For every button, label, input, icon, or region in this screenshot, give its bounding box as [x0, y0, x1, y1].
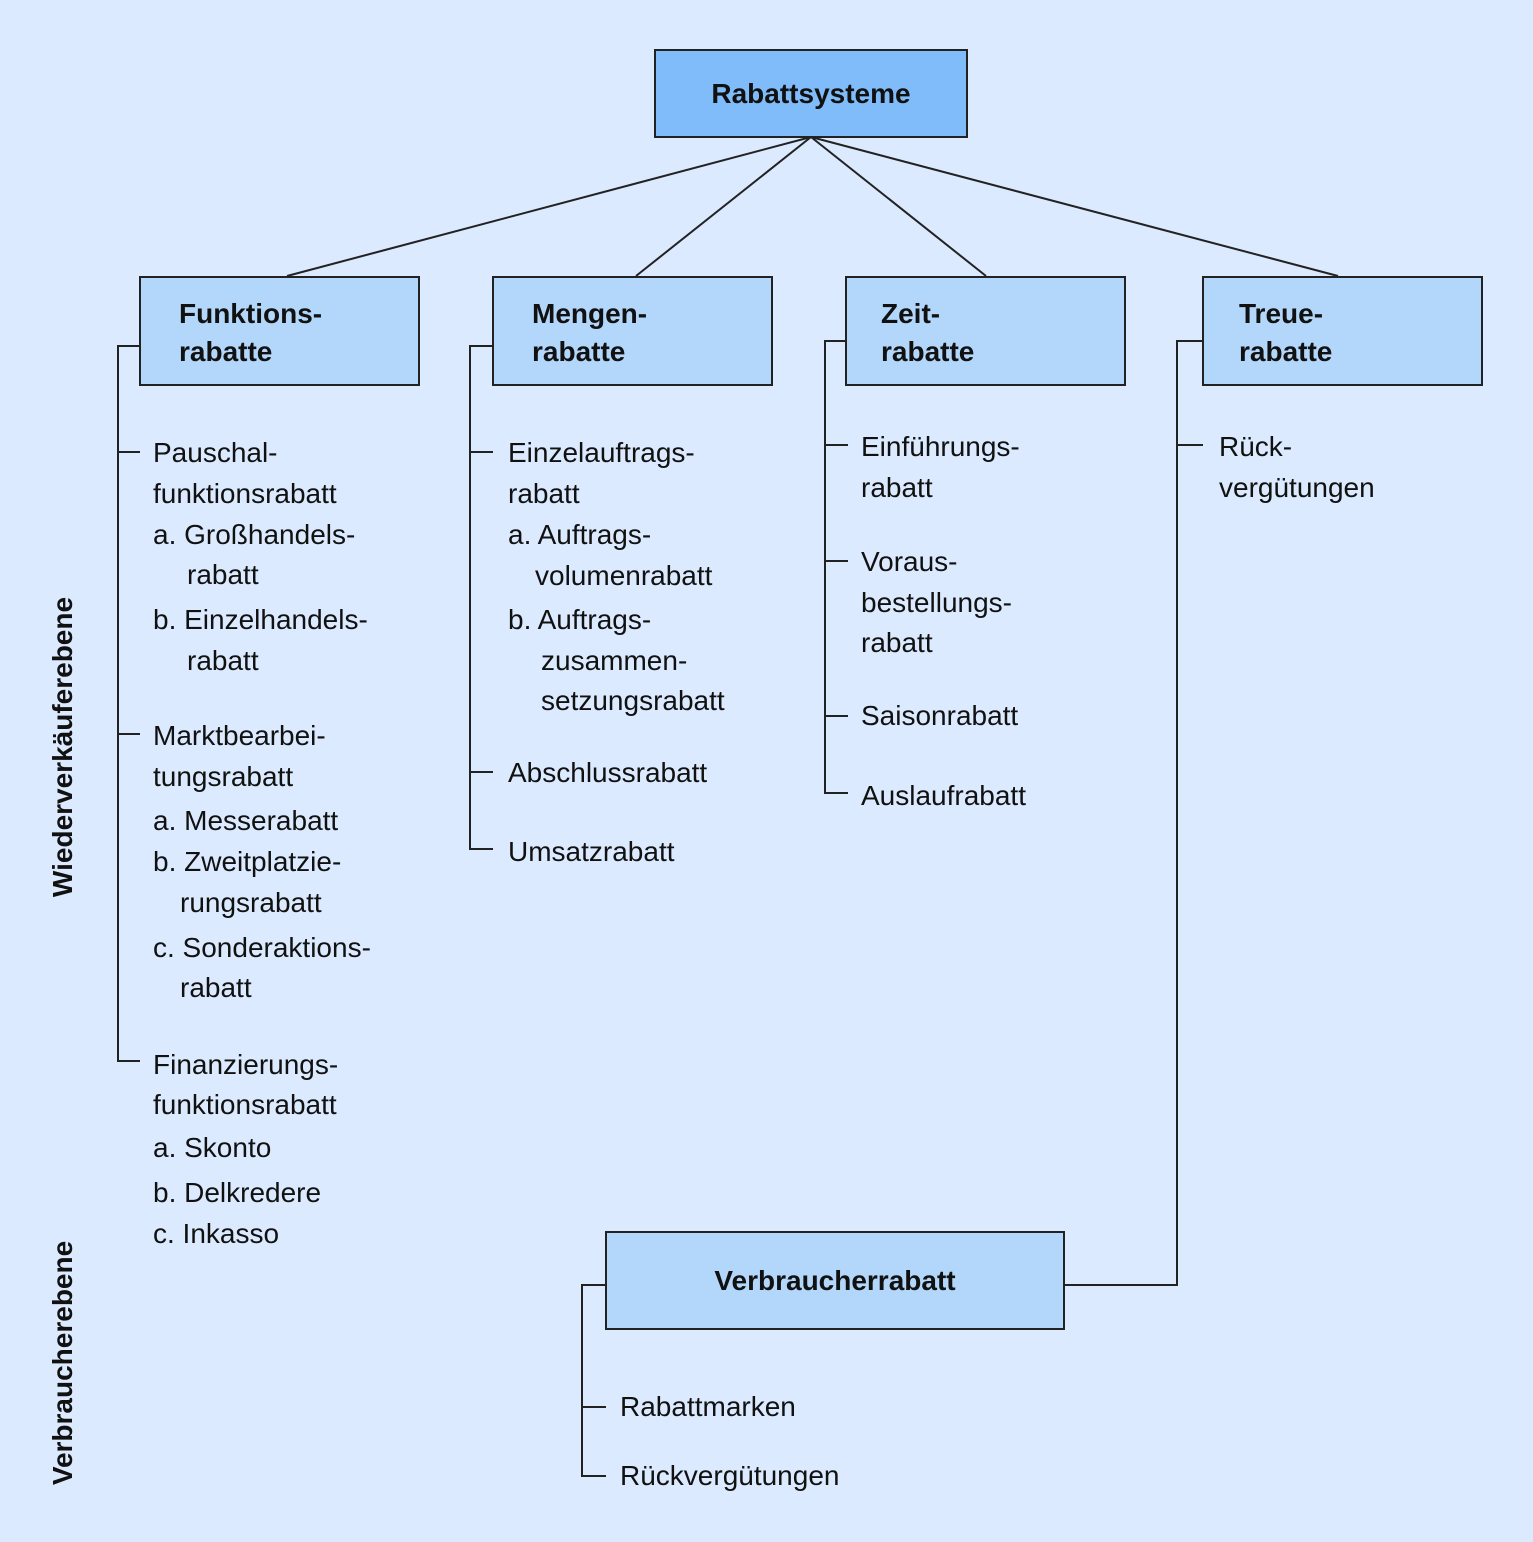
consumer-item: Rabattmarken: [620, 1391, 796, 1422]
zeit-voraus-line: bestellungs-: [861, 587, 1012, 618]
category-box-funktions: Funktions- rabatte: [139, 276, 420, 386]
connector-root-zeit: [810, 136, 987, 277]
mengen-einzel-line: volumenrabatt: [535, 560, 713, 591]
treue-rueck-line: Rück-: [1219, 431, 1293, 462]
bracket-consumer: [581, 1284, 606, 1477]
funktions-pauschal-line: b. Einzelhandels-: [153, 604, 368, 635]
bracket-treue: [1065, 340, 1203, 1286]
consumer-box: Verbraucherrabatt: [605, 1231, 1065, 1330]
bracket-zeit: [824, 340, 848, 794]
zeit-saison: Saisonrabatt: [861, 700, 1019, 731]
funktions-markt-line: b. Zweitplatzie-: [153, 846, 342, 877]
root-label: Rabattsysteme: [711, 77, 911, 109]
root-box: Rabattsysteme: [654, 49, 968, 138]
mengen-umsatz: Umsatzrabatt: [508, 836, 675, 867]
zeit-auslauf: Auslaufrabatt: [861, 780, 1026, 811]
funktions-pauschal-line: rabatt: [187, 645, 259, 676]
funktions-markt-line: a. Messerabatt: [153, 805, 339, 836]
funktions-markt-line: Marktbearbei-: [153, 720, 326, 751]
zeit-einfuehrung-line: Einführungs-: [861, 431, 1020, 462]
category-zeit-line1: Zeit-: [881, 298, 941, 329]
funktions-finanz-line: funktionsrabatt: [153, 1089, 337, 1120]
funktions-finanz-line: c. Inkasso: [153, 1218, 280, 1249]
consumer-item: Rückvergütungen: [620, 1460, 840, 1491]
mengen-einzel-line: setzungsrabatt: [541, 685, 725, 716]
connector-root-funktions: [286, 136, 812, 277]
level-label-consumer: Verbraucherebene: [47, 1240, 78, 1486]
funktions-pauschal-line: rabatt: [187, 559, 259, 590]
bracket-funktions: [117, 345, 140, 1062]
mengen-abschluss: Abschlussrabatt: [508, 757, 708, 788]
funktions-pauschal-line: Pauschal-: [153, 437, 278, 468]
funktions-finanz-line: Finanzierungs-: [153, 1049, 339, 1080]
zeit-voraus-line: rabatt: [861, 627, 933, 658]
level-label-reseller: Wiederverkäuferebene: [47, 596, 78, 898]
mengen-einzel-line: rabatt: [508, 478, 580, 509]
mengen-einzel-line: a. Auftrags-: [508, 519, 652, 550]
category-mengen-line1: Mengen-: [532, 298, 648, 329]
funktions-pauschal-line: funktionsrabatt: [153, 478, 337, 509]
zeit-voraus-line: Voraus-: [861, 546, 958, 577]
category-treue-line2: rabatte: [1239, 336, 1333, 367]
mengen-einzel-line: Einzelauftrags-: [508, 437, 695, 468]
funktions-markt-line: c. Sonderaktions-: [153, 932, 371, 963]
category-funktions-line1: Funktions-: [179, 298, 323, 329]
funktions-finanz-line: b. Delkredere: [153, 1177, 322, 1208]
category-funktions-line2: rabatte: [179, 336, 273, 367]
funktions-markt-line: tungsrabatt: [153, 761, 294, 792]
zeit-einfuehrung-line: rabatt: [861, 472, 933, 503]
mengen-einzel-line: b. Auftrags-: [508, 604, 652, 635]
funktions-finanz-line: a. Skonto: [153, 1132, 272, 1163]
connector-root-treue: [810, 136, 1339, 277]
treue-rueck-line: vergütungen: [1219, 472, 1375, 503]
category-mengen-line2: rabatte: [532, 336, 626, 367]
category-box-zeit: Zeit- rabatte: [845, 276, 1126, 386]
connector-root-mengen: [635, 136, 812, 277]
category-box-mengen: Mengen- rabatte: [492, 276, 773, 386]
funktions-pauschal-line: a. Großhandels-: [153, 519, 356, 550]
category-box-treue: Treue- rabatte: [1202, 276, 1483, 386]
bracket-mengen: [469, 345, 493, 850]
category-zeit-line2: rabatte: [881, 336, 975, 367]
funktions-markt-line: rabatt: [180, 972, 252, 1003]
consumer-label: Verbraucherrabatt: [714, 1264, 956, 1296]
mengen-einzel-line: zusammen-: [541, 645, 688, 676]
funktions-markt-line: rungsrabatt: [180, 887, 322, 918]
category-treue-line1: Treue-: [1239, 298, 1324, 329]
